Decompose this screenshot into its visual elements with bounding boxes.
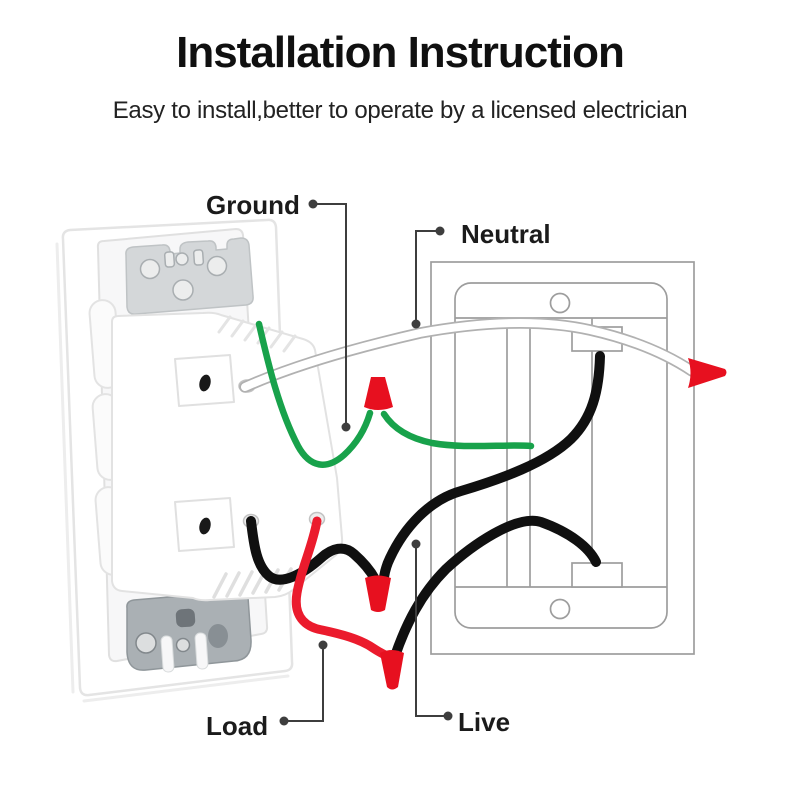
- ground-wire-box: [380, 410, 535, 450]
- mounting-strap-bottom: [126, 590, 252, 673]
- leader-neutral: [411, 226, 445, 329]
- leader-dot: [411, 539, 421, 549]
- leader-load: [279, 640, 328, 726]
- load-wire-switch: [291, 516, 394, 662]
- leader-live: [411, 539, 453, 721]
- strap-bottom-shape: [126, 590, 252, 671]
- box-screw-hole-top: [549, 292, 571, 314]
- load-wire-box: [390, 515, 601, 661]
- leader-dot: [411, 319, 421, 329]
- switch-body-shell: [111, 311, 344, 602]
- terminal-screw-lower: [199, 517, 211, 535]
- terminal-screw-upper: [199, 374, 211, 392]
- strap-top-notch-right: [192, 249, 205, 266]
- strap-top-hole-small: [175, 252, 189, 266]
- label-live: Live: [458, 707, 510, 737]
- ground-connector-arrow: [364, 377, 393, 410]
- leader-dot: [435, 226, 445, 236]
- live-connector-arrow: [365, 575, 391, 612]
- strap-bottom-notch-right: [194, 632, 209, 670]
- leader-dot: [308, 199, 318, 209]
- leader-dot: [341, 422, 351, 432]
- box-screw-hole-bottom: [549, 598, 571, 620]
- strap-bottom-notch-left: [160, 635, 175, 673]
- neutral-wire: [241, 319, 696, 391]
- leader-dot: [318, 640, 328, 650]
- load-connector-arrow: [380, 650, 404, 690]
- page-subtitle: Easy to install,better to operate by a l…: [112, 97, 688, 124]
- wall-switch-illustration: [55, 218, 344, 703]
- box-mounting-plate: [454, 282, 668, 629]
- plate-left-thickness-edge: [55, 242, 75, 694]
- strap-bottom-hole-left: [135, 632, 157, 654]
- strap-top-hole-right: [206, 255, 228, 277]
- strap-bottom-hole-small: [175, 637, 191, 653]
- plate-bottom-thickness-edge: [82, 674, 290, 703]
- label-neutral: Neutral: [461, 219, 551, 249]
- label-ground: Ground: [206, 190, 300, 220]
- leader-ground: [308, 199, 351, 432]
- live-wire-box: [379, 351, 605, 582]
- wire-connectors: [364, 358, 727, 690]
- strap-bottom-hole-right: [208, 624, 228, 648]
- strap-top-notch-left: [163, 251, 176, 268]
- strap-bottom-slot-center: [175, 608, 196, 628]
- strap-top-hole-center: [172, 279, 194, 301]
- leader-dot: [443, 711, 453, 721]
- strap-top-hole-left: [139, 258, 161, 280]
- wires: [239, 317, 698, 662]
- label-load: Load: [206, 711, 268, 741]
- page-title: Installation Instruction: [176, 28, 625, 77]
- ground-wire-switch: [255, 320, 374, 468]
- box-outer-frame: [430, 261, 695, 655]
- neutral-direction-arrow: [688, 358, 727, 388]
- leader-dot: [279, 716, 289, 726]
- live-wire-switch: [246, 516, 380, 585]
- mounting-strap-top: [125, 237, 254, 315]
- leader-lines: [279, 199, 453, 726]
